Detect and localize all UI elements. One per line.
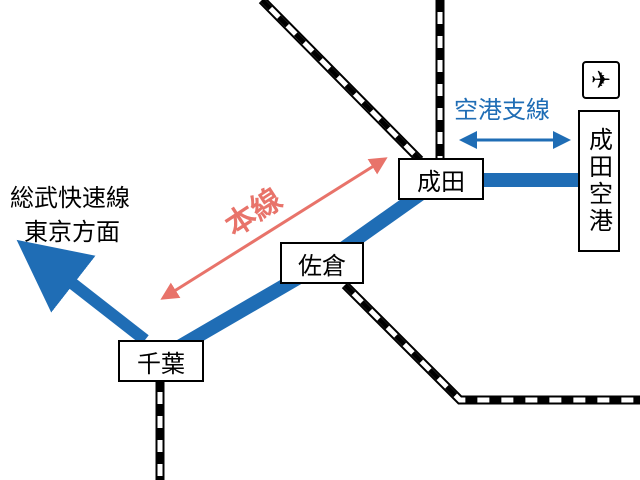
sobu-line-label: 総武快速線: [10, 184, 130, 212]
station-narita[interactable]: 成田: [398, 158, 484, 200]
station-sakura[interactable]: 佐倉: [280, 242, 364, 284]
station-narita-airport[interactable]: 成田空港: [578, 110, 620, 252]
airport-branch-label: 空港支線: [454, 96, 550, 124]
station-chiba[interactable]: 千葉: [118, 340, 204, 382]
airplane-icon: ✈: [582, 61, 620, 99]
sobu-direction-arrow: [16, 239, 149, 345]
other-tracks: [155, 0, 640, 480]
tokyo-direction-label: 東京方面: [24, 218, 120, 246]
main-line-arrow: [160, 157, 388, 300]
